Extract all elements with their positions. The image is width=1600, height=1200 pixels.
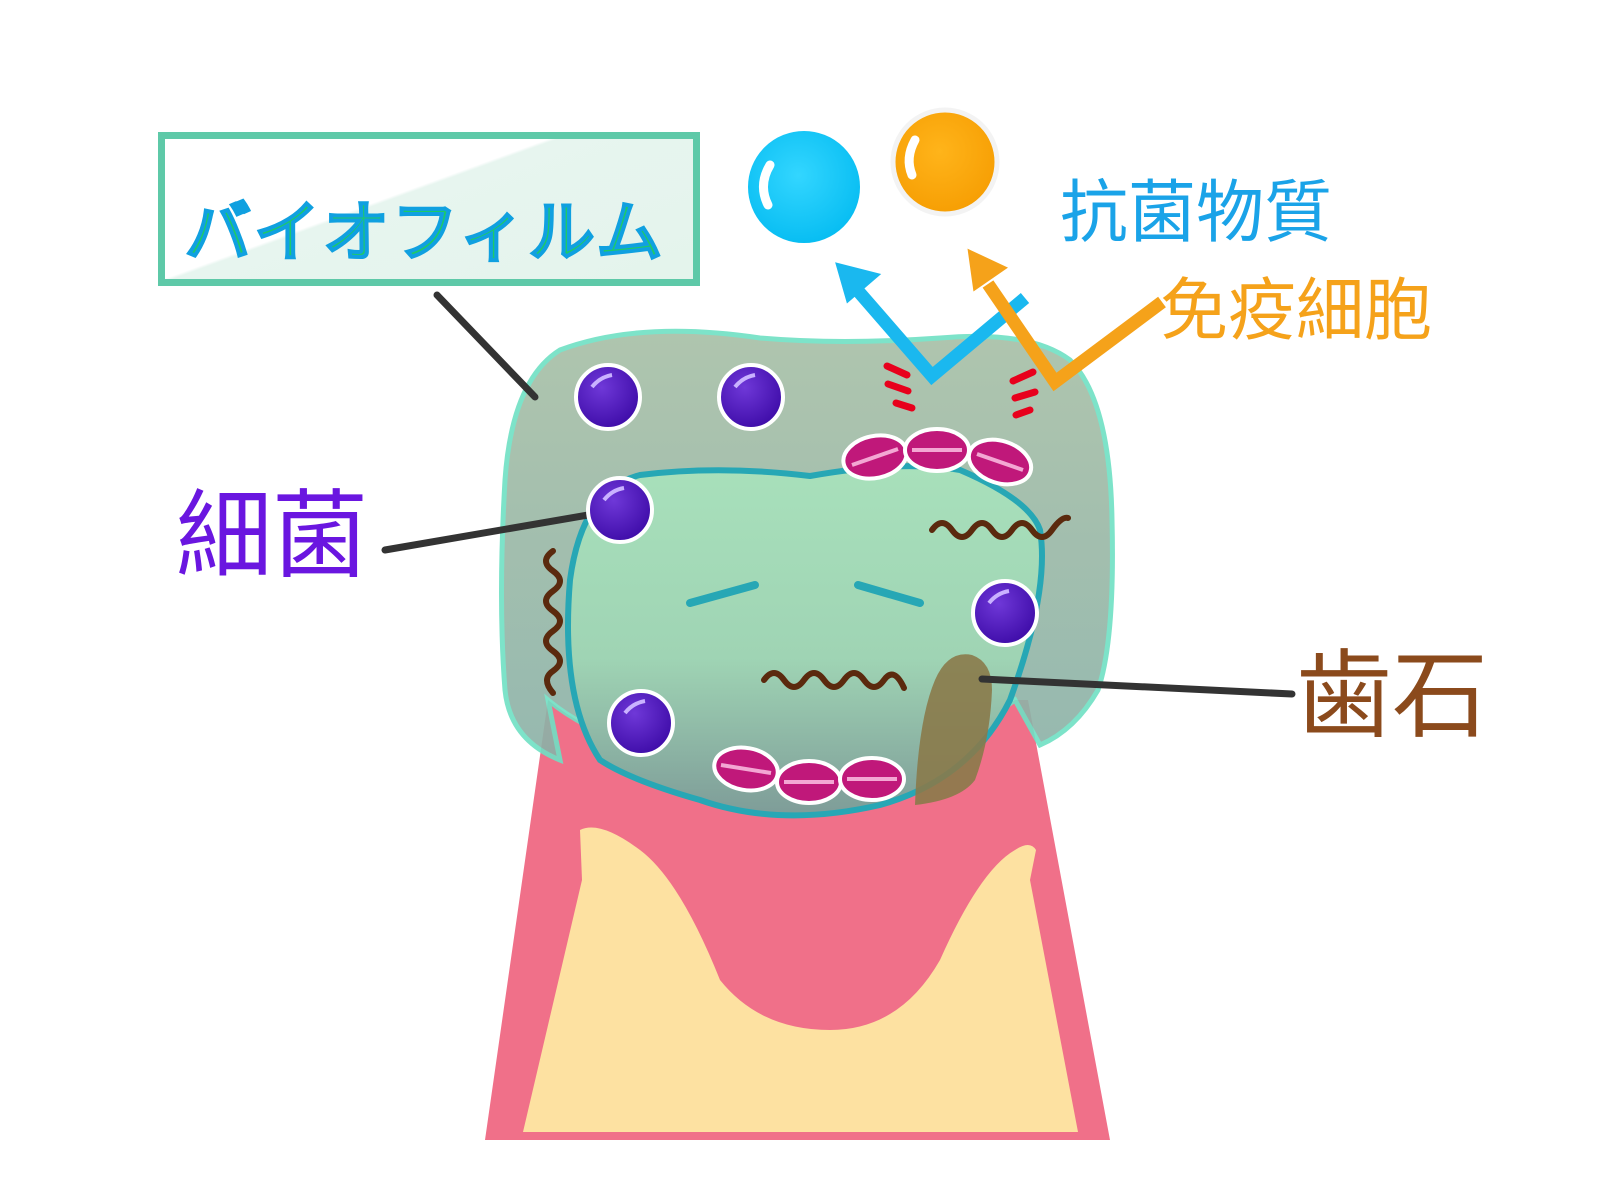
calculus-leader-line <box>978 675 1296 698</box>
biofilm-label: バイオフィルム <box>184 193 666 272</box>
bone <box>523 827 1078 1132</box>
bacteria-leader-line <box>381 506 621 554</box>
spiral-bacterium-icon <box>761 670 907 691</box>
immune-cells-label: 免疫細胞 <box>1160 272 1433 351</box>
spiral-bacterium-icon <box>543 548 563 696</box>
chain-bacterium-icon <box>712 745 906 805</box>
tooth-eye-left <box>686 581 759 607</box>
tooth-eye-right <box>854 581 924 607</box>
biofilm-label-box: バイオフィルム <box>158 132 700 286</box>
deflect-arrow-icon <box>967 248 1166 392</box>
round-bacterium-icon <box>574 363 642 431</box>
spiral-bacterium-icon <box>929 514 1071 540</box>
round-bacterium-icon <box>971 579 1039 647</box>
immune-cell-sphere-icon <box>890 107 1000 217</box>
round-bacterium-icon <box>586 476 654 544</box>
warning-marks <box>883 362 1039 419</box>
deflect-arrow-icon <box>835 262 1030 386</box>
round-bacterium-icon <box>717 363 785 431</box>
chain-bacterium-icon <box>841 427 1034 487</box>
bacteria-label: 細菌 <box>176 480 368 592</box>
biofilm-leader-line <box>433 291 539 401</box>
antibacterial-sphere-icon <box>744 127 864 247</box>
round-bacterium-icon <box>607 689 675 757</box>
calculus-label: 歯石 <box>1296 640 1488 752</box>
calculus-deposit <box>915 654 992 805</box>
antibacterial-label: 抗菌物質 <box>1060 174 1333 253</box>
